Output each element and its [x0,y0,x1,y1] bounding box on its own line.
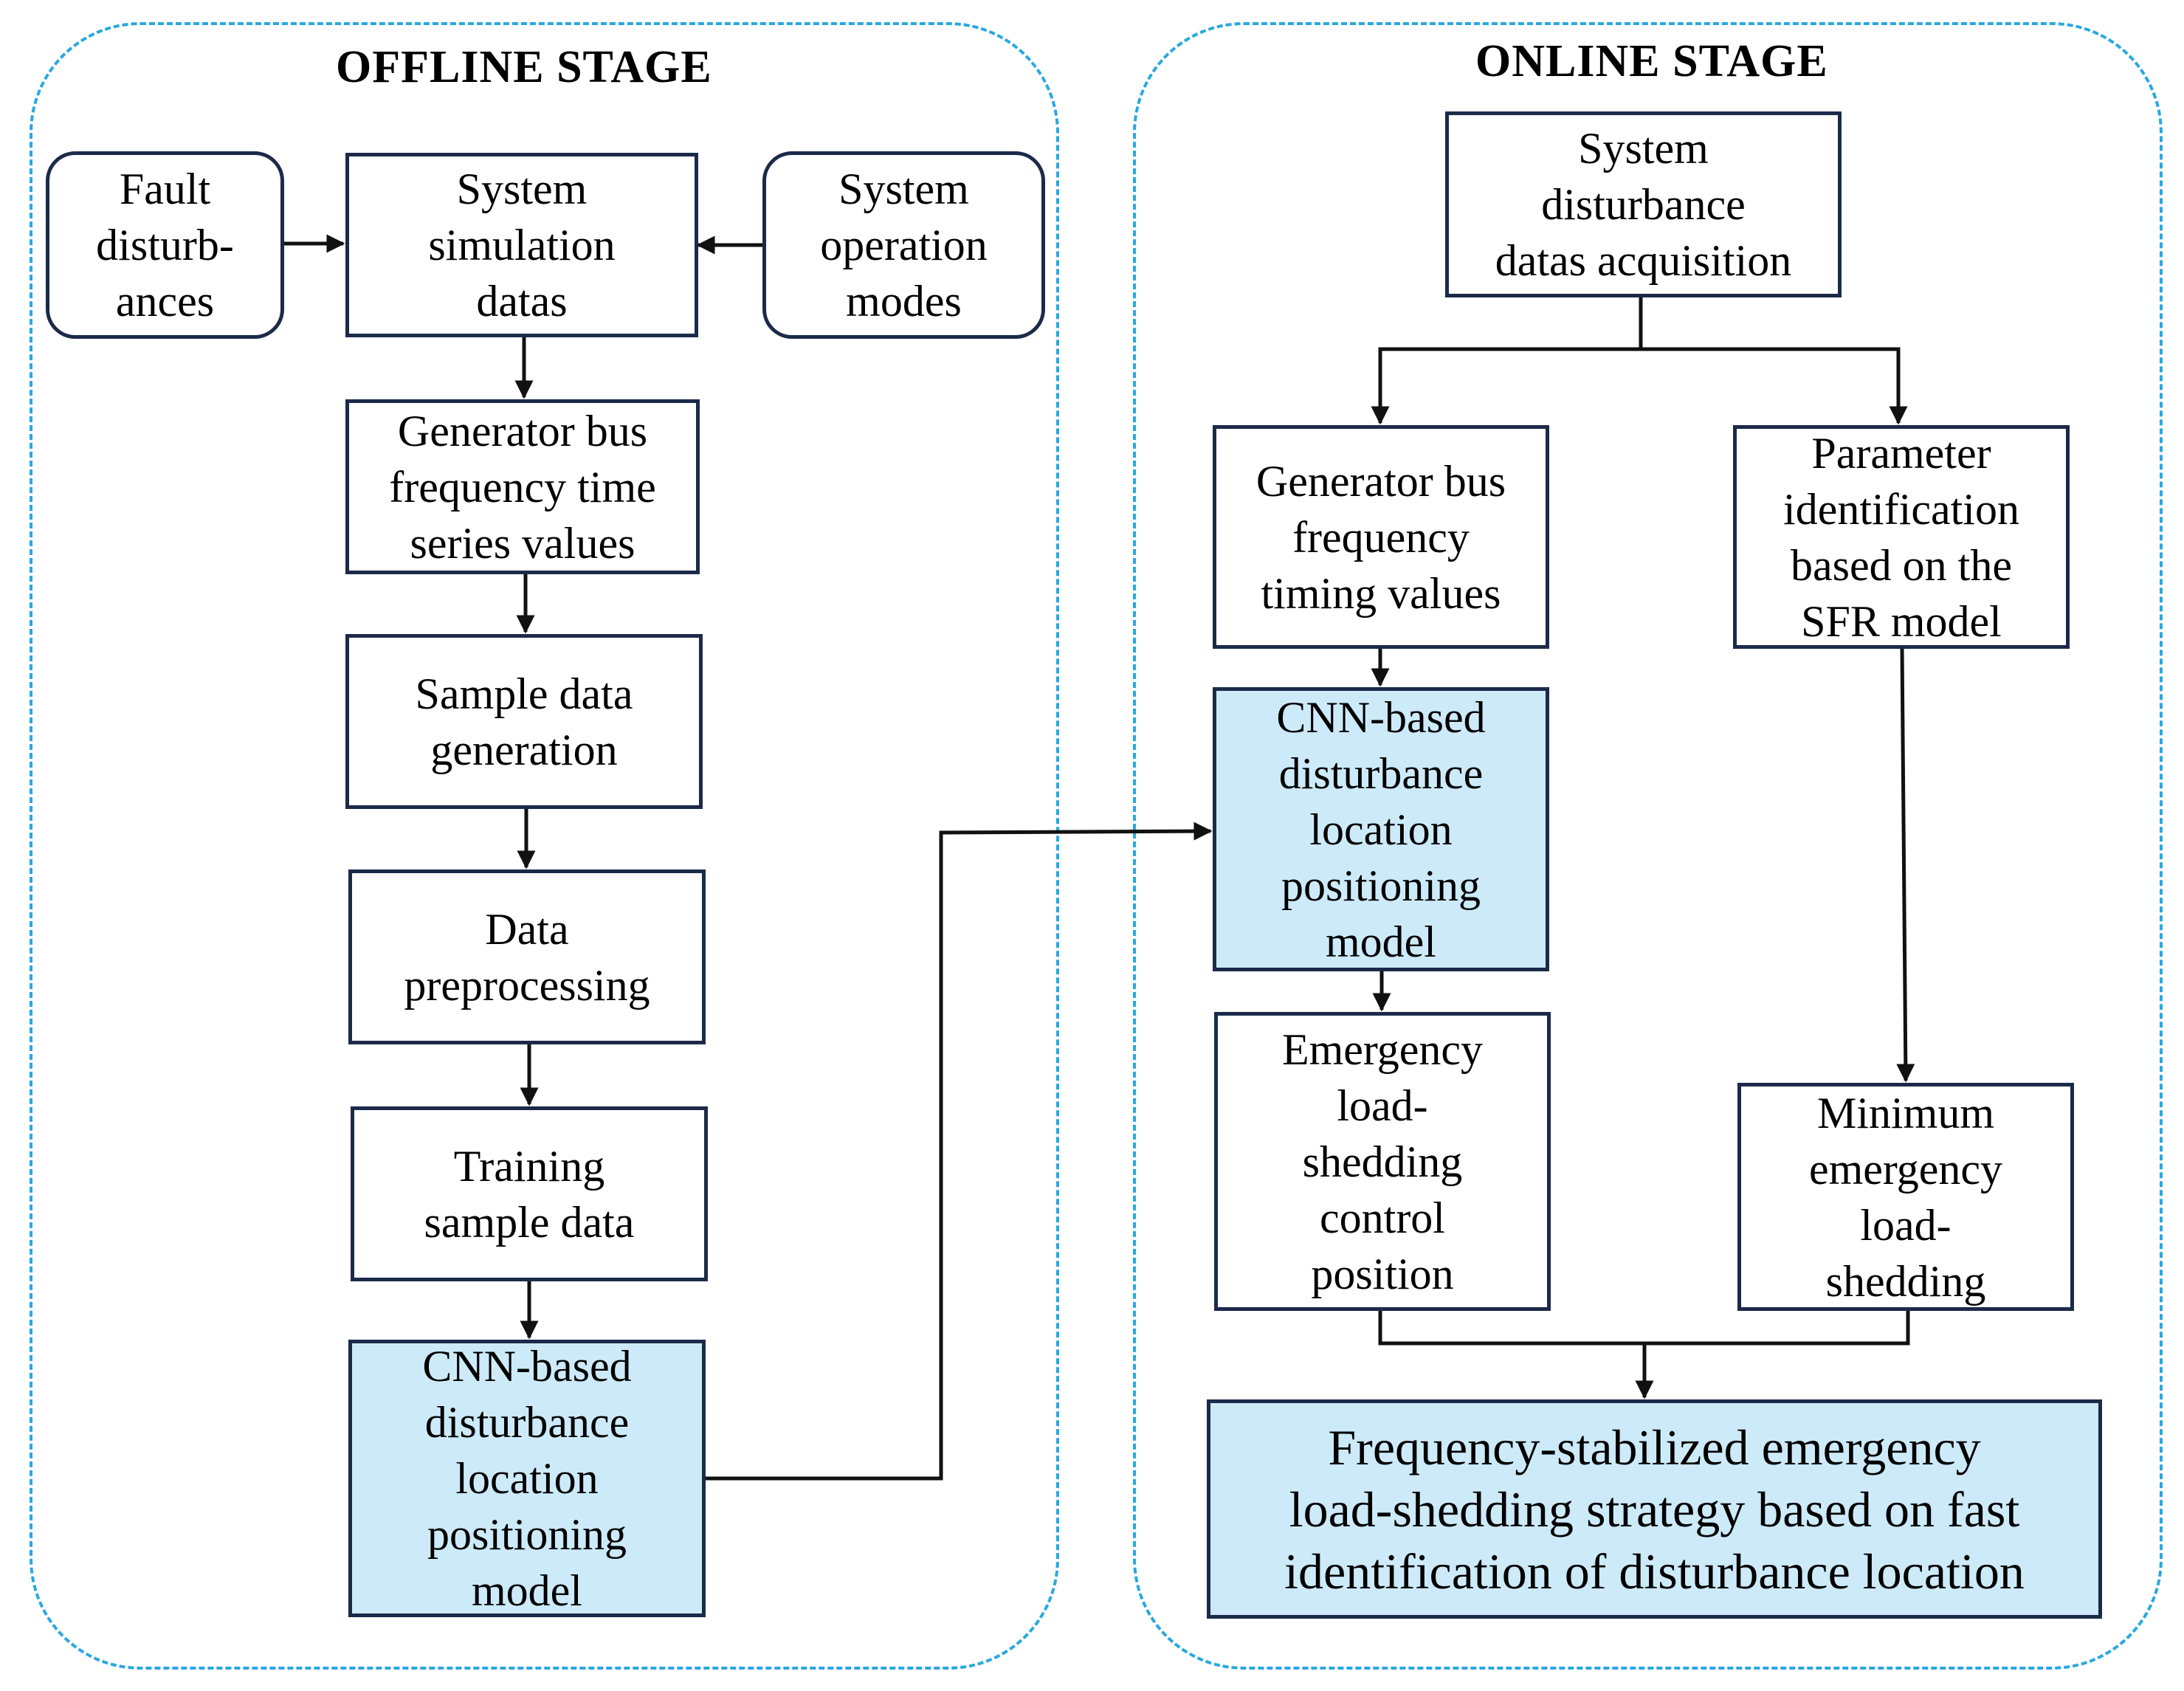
simulation-datas-label: System simulation datas [428,165,616,326]
minimum-shedding-box: Minimum emergency load- shedding [1737,1083,2074,1311]
sample-generation-box: Sample data generation [345,634,703,809]
preprocessing-box: Data preprocessing [348,869,706,1044]
simulation-datas-box: System simulation datas [345,153,698,337]
bus-frequency-timing-label: Generator bus frequency timing values [1255,456,1506,618]
fault-disturbances-label: Fault disturb- ances [96,165,234,326]
arrow-parameter-to-minimum [1896,647,1915,1083]
training-data-box: Training sample data [351,1106,708,1281]
offline-cnn-model-label: CNN-based disturbance location positioni… [422,1342,632,1615]
data-acquisition-label: System disturbance datas acquisition [1495,124,1792,285]
parameter-identification-label: Parameter identification based on the SF… [1783,428,2019,646]
arrow-acquisition-to-timing [1371,347,1641,425]
fault-disturbances-box: Fault disturb- ances [46,151,284,339]
online-stage-panel [1133,22,2163,1670]
training-data-label: Training sample data [424,1141,635,1247]
control-position-box: Emergency load- shedding control positio… [1214,1012,1551,1311]
arrow-offline-cnn-to-online-cnn [705,822,1213,1481]
control-position-label: Emergency load- shedding control positio… [1281,1024,1484,1298]
offline-cnn-model-box: CNN-based disturbance location positioni… [348,1340,706,1617]
online-cnn-model-box: CNN-based disturbance location positioni… [1213,687,1549,971]
strategy-box: Frequency-stabilized emergency load-shed… [1207,1399,2102,1619]
bus-frequency-series-label: Generator bus frequency time series valu… [389,406,656,568]
data-acquisition-box: System disturbance datas acquisition [1445,111,1842,297]
connector-control-minimum-merge [1378,1309,1910,1346]
offline-stage-panel [30,22,1059,1670]
sample-generation-label: Sample data generation [415,669,633,774]
preprocessing-label: Data preprocessing [404,904,650,1010]
online-stage-title: ONLINE STAGE [1475,36,1828,86]
strategy-label: Frequency-stabilized emergency load-shed… [1284,1419,2025,1599]
operation-modes-box: System operation modes [762,151,1045,339]
offline-stage-title: OFFLINE STAGE [336,42,712,92]
operation-modes-label: System operation modes [820,165,988,326]
bus-frequency-series-box: Generator bus frequency time series valu… [345,399,700,574]
minimum-shedding-label: Minimum emergency load- shedding [1808,1088,2003,1306]
bus-frequency-timing-box: Generator bus frequency timing values [1213,425,1549,649]
parameter-identification-box: Parameter identification based on the SF… [1733,425,2070,649]
arrow-acquisition-to-parameter [1641,347,1908,425]
online-cnn-model-label: CNN-based disturbance location positioni… [1276,692,1486,966]
